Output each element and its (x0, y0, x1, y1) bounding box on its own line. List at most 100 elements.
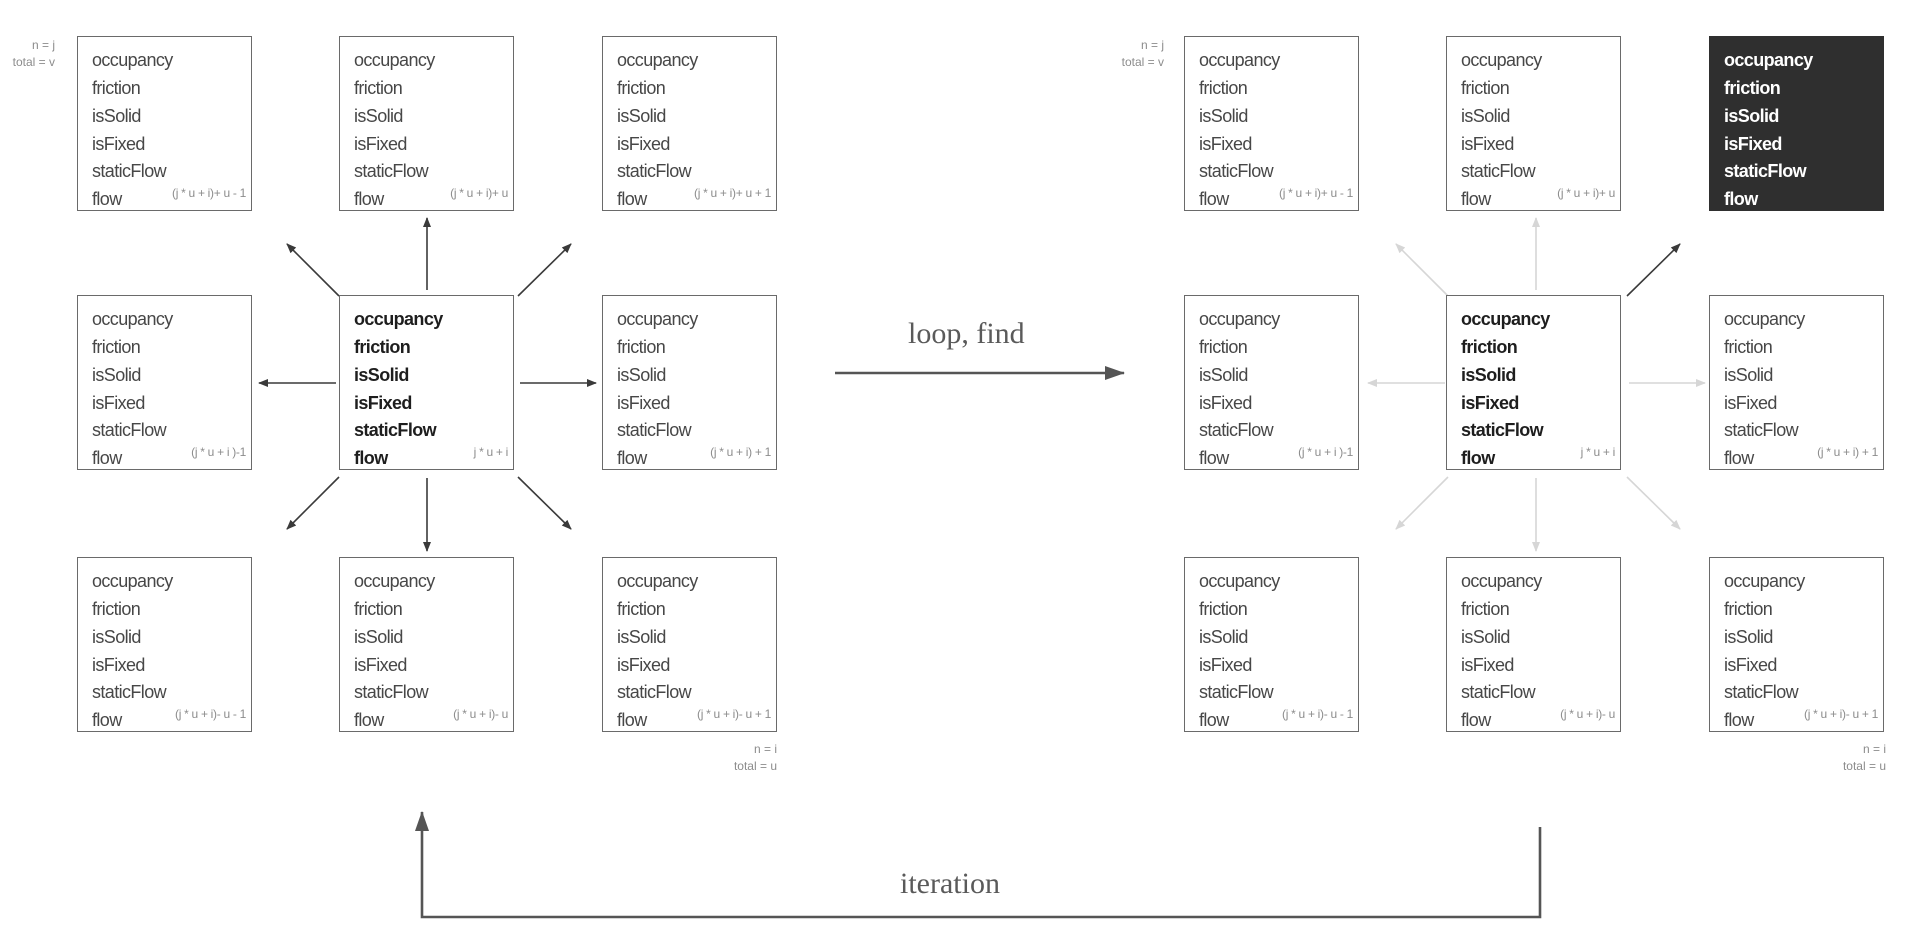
cell-index-label: j * u + i (1580, 445, 1616, 459)
field-issolid: isSolid (617, 627, 666, 647)
cell-index-label: (j * u + i )-1 (1298, 445, 1353, 459)
cell-index-label: (j * u + i)- u - 1 (1282, 707, 1353, 721)
field-staticflow: staticFlow (354, 161, 429, 181)
field-issolid: isSolid (1724, 106, 1779, 126)
field-staticflow: staticFlow (92, 682, 167, 702)
field-occupancy: occupancy (354, 309, 443, 329)
cell-index-label: j * u + i (473, 445, 509, 459)
field-issolid: isSolid (1724, 627, 1773, 647)
field-occupancy: occupancy (354, 50, 435, 70)
field-flow: flow (92, 448, 122, 468)
field-friction: friction (1724, 337, 1773, 357)
field-friction: friction (92, 337, 141, 357)
field-staticflow: staticFlow (1461, 161, 1536, 181)
field-issolid: isSolid (92, 627, 141, 647)
arrow-down-right (517, 476, 572, 530)
field-staticflow: staticFlow (617, 420, 692, 440)
field-staticflow: staticFlow (1199, 161, 1274, 181)
field-occupancy: occupancy (617, 571, 698, 591)
field-friction: friction (1461, 599, 1510, 619)
field-staticflow: staticFlow (354, 682, 429, 702)
left-total-u: total = u (733, 759, 777, 773)
field-issolid: isSolid (617, 106, 666, 126)
left-n-i: n = i (753, 742, 777, 756)
right-total-v: total = v (1121, 55, 1164, 69)
left-n-j: n = j (31, 38, 55, 52)
field-flow: flow (1199, 448, 1229, 468)
field-staticflow: staticFlow (92, 420, 167, 440)
field-occupancy: occupancy (1461, 571, 1542, 591)
field-flow: flow (1461, 710, 1491, 730)
field-staticflow: staticFlow (617, 161, 692, 181)
field-isfixed: isFixed (617, 393, 670, 413)
cell-index-label: (j * u + i)+ u (1557, 186, 1615, 200)
field-flow: flow (1199, 189, 1229, 209)
field-friction: friction (1724, 78, 1781, 98)
field-occupancy: occupancy (1199, 571, 1280, 591)
field-issolid: isSolid (1461, 627, 1510, 647)
field-isfixed: isFixed (354, 134, 407, 154)
highlight-arrow-up-right (1626, 243, 1681, 297)
field-staticflow: staticFlow (354, 420, 437, 440)
field-occupancy: occupancy (1724, 309, 1805, 329)
cell-index-label: (j * u + i)- u (1560, 707, 1615, 721)
cell-index-label: (j * u + i) + 1 (1817, 445, 1878, 459)
field-staticflow: staticFlow (1199, 420, 1274, 440)
field-flow: flow (1199, 710, 1229, 730)
cell-index-label: (j * u + i) + 1 (710, 445, 771, 459)
field-flow: flow (617, 448, 647, 468)
field-isfixed: isFixed (92, 393, 145, 413)
cell-index-label: (j * u + i)- u + 1 (697, 707, 771, 721)
field-flow: flow (354, 448, 388, 468)
field-flow: flow (1461, 189, 1491, 209)
left-total-v: total = v (12, 55, 55, 69)
field-issolid: isSolid (92, 365, 141, 385)
field-issolid: isSolid (354, 365, 409, 385)
field-occupancy: occupancy (617, 50, 698, 70)
field-occupancy: occupancy (92, 50, 173, 70)
right-corner-top-note: n = j total = v (1122, 37, 1164, 71)
field-friction: friction (617, 337, 666, 357)
cell-index-label: (j * u + i)+ u + 1 (694, 186, 771, 200)
field-issolid: isSolid (1199, 106, 1248, 126)
field-isfixed: isFixed (1724, 134, 1782, 154)
right-corner-bottom-note: n = i total = u (1843, 741, 1886, 775)
field-flow: flow (354, 189, 384, 209)
field-isfixed: isFixed (92, 655, 145, 675)
field-issolid: isSolid (92, 106, 141, 126)
field-occupancy: occupancy (1461, 50, 1542, 70)
field-issolid: isSolid (354, 106, 403, 126)
right-n-i: n = i (1862, 742, 1886, 756)
field-flow: flow (1724, 189, 1758, 209)
field-flow: flow (354, 710, 384, 730)
field-friction: friction (617, 599, 666, 619)
field-friction: friction (92, 78, 141, 98)
field-flow: flow (92, 189, 122, 209)
field-occupancy: occupancy (1461, 309, 1550, 329)
right-total-u: total = u (1842, 759, 1886, 773)
field-friction: friction (617, 78, 666, 98)
field-isfixed: isFixed (1199, 134, 1252, 154)
field-friction: friction (1461, 337, 1518, 357)
field-staticflow: staticFlow (1724, 161, 1807, 181)
field-occupancy: occupancy (1724, 571, 1805, 591)
field-flow: flow (617, 710, 647, 730)
field-isfixed: isFixed (1461, 393, 1519, 413)
field-friction: friction (354, 337, 411, 357)
field-issolid: isSolid (354, 627, 403, 647)
faded-arrow-down-right (1626, 476, 1681, 530)
field-friction: friction (92, 599, 141, 619)
faded-arrow-down-left (1395, 476, 1449, 530)
arrow-up-right (517, 243, 572, 297)
